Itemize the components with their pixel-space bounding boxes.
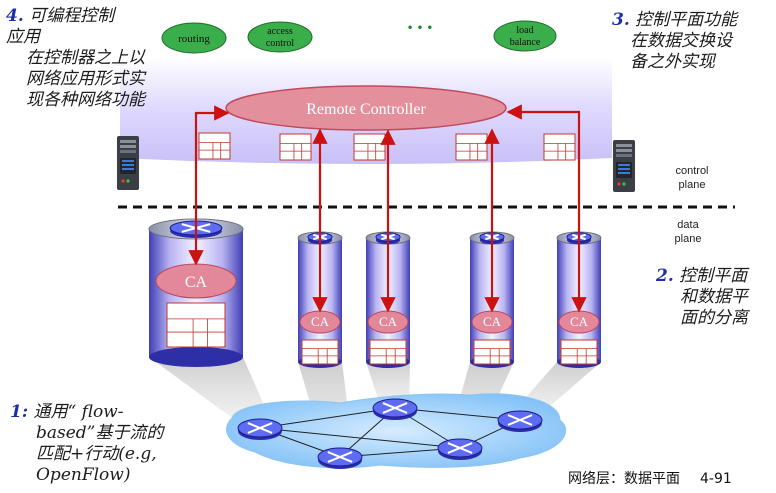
note-4-line-5: 现各种网络功能: [26, 90, 145, 110]
switch-base: [149, 347, 243, 367]
server-icon-right: [613, 140, 635, 192]
footer-title: 网络层：数据平面: [568, 471, 680, 487]
switch-flow-table: [473, 339, 511, 365]
switch-2: CA: [297, 231, 343, 368]
note-3-number: 3.: [612, 10, 630, 30]
app-load-balance: load balance: [493, 20, 557, 52]
data-plane-label-2: plane: [674, 233, 702, 245]
note-3-line-2: 在数据交换设: [630, 31, 732, 51]
note-1-line-3: 匹配+行动(e.g,: [36, 444, 157, 464]
footer-page-number: 4-91: [700, 471, 732, 487]
network-router-5: [497, 410, 543, 432]
note-1-line-4: OpenFlow): [36, 465, 131, 485]
note-4-line-1: 可编程控制: [29, 6, 115, 26]
slide-footer: 网络层：数据平面 4-91: [568, 468, 732, 488]
arrow-controller-switch-1: [188, 105, 230, 266]
control-flow-table-1: [198, 132, 231, 160]
note-4-line-3: 在控制器之上以: [26, 48, 145, 68]
data-plane-label-1: data: [677, 219, 699, 231]
note-2-line-3: 面的分离: [680, 308, 748, 328]
switch-flow-table: [369, 339, 407, 365]
ca-oval: CA: [471, 310, 513, 334]
ca-label: CA: [570, 314, 589, 329]
note-control-outside: 3. 控制平面功能 在数据交换设 备之外实现: [612, 10, 737, 73]
control-flow-table-3: [353, 133, 386, 161]
control-plane-label: control plane: [664, 164, 720, 192]
ca-label: CA: [311, 314, 330, 329]
control-flow-table-4: [455, 133, 488, 161]
network-router-4: [437, 438, 483, 460]
ca-oval: CA: [367, 310, 409, 334]
network-link-3: [259, 427, 461, 449]
app-access-label-2: control: [266, 38, 295, 49]
app-routing: routing: [161, 22, 227, 54]
remote-controller: Remote Controller: [225, 85, 507, 131]
note-1-line-1: 通用“ flow-: [33, 402, 124, 422]
network-router-3: [372, 398, 418, 420]
control-flow-table-2: [279, 133, 312, 161]
switch-flow-table: [166, 302, 226, 348]
ca-label: CA: [483, 314, 502, 329]
control-flow-table-5: [543, 133, 576, 161]
server-icon-left: [117, 136, 139, 190]
ca-label: CA: [379, 314, 398, 329]
note-2-number: 2.: [656, 266, 674, 286]
note-3-line-3: 备之外实现: [630, 52, 715, 72]
note-4-line-4: 网络应用形式实: [26, 69, 145, 89]
note-2-line-2: 和数据平: [680, 287, 748, 307]
note-3-line-1: 控制平面功能: [635, 10, 738, 30]
network-routers: [237, 398, 543, 469]
network-link-2: [259, 407, 396, 429]
ca-oval: CA: [155, 263, 237, 299]
note-1-line-2: based”基于流的: [36, 423, 164, 443]
remote-controller-label: Remote Controller: [306, 101, 426, 118]
note-2-line-1: 控制平面: [679, 266, 748, 286]
note-plane-separation: 2. 控制平面 和数据平 面的分离: [656, 266, 748, 329]
note-programmable-apps: 4. 可编程控制 应用 在控制器之上以 网络应用形式实 现各种网络功能: [6, 6, 145, 111]
control-plane-label-2: plane: [678, 179, 706, 191]
control-plane-label-1: control: [675, 165, 709, 177]
control-arrows: [188, 104, 587, 313]
network-router-2: [317, 447, 363, 469]
note-1-number: 1:: [10, 402, 29, 422]
note-flow-based: 1: 通用“ flow- based”基于流的 匹配+行动(e.g, OpenF…: [10, 402, 163, 486]
note-4-line-2: 应用: [6, 27, 40, 47]
ca-oval: CA: [299, 310, 341, 334]
app-access-label-1: access: [267, 26, 293, 37]
app-load-label-2: balance: [510, 37, 541, 48]
data-plane-label: data plane: [660, 218, 716, 246]
ca-oval: CA: [558, 310, 600, 334]
switch-flow-table: [301, 339, 339, 365]
switches: CA CA CA CA CA: [148, 218, 602, 368]
app-access-control: access control: [247, 21, 313, 53]
arrow-controller-switch-5: [506, 104, 587, 313]
network-router-1: [237, 418, 283, 440]
switch-flow-table: [560, 339, 598, 365]
ca-label: CA: [185, 274, 208, 291]
app-load-label-1: load: [516, 25, 533, 36]
app-routing-label: routing: [178, 33, 210, 45]
app-ellipsis: • • •: [407, 23, 433, 34]
note-4-number: 4.: [6, 6, 24, 26]
